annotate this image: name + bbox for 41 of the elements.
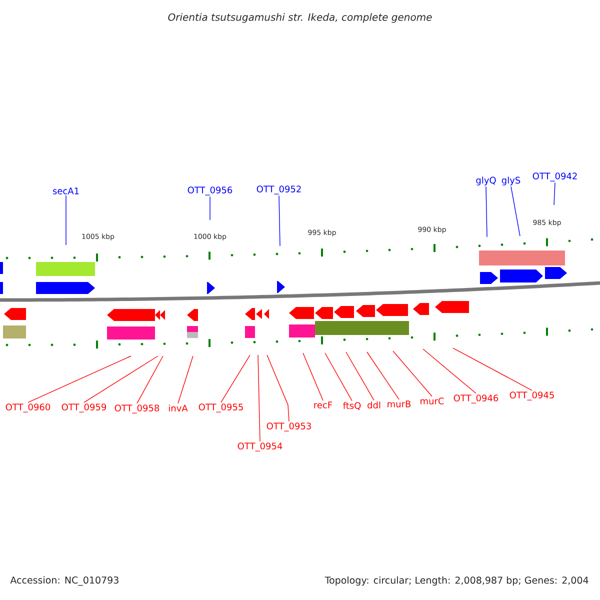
leader-line xyxy=(422,348,476,394)
leader-line xyxy=(258,354,260,442)
leader-line xyxy=(178,356,194,404)
gene-label: OTT_0955 xyxy=(198,404,243,412)
leader-line xyxy=(220,354,250,403)
leader-line xyxy=(366,352,400,400)
leader-line xyxy=(510,186,520,236)
gene-label: recF xyxy=(314,402,332,408)
leader-line xyxy=(452,348,532,391)
gene-label: OTT_0946 xyxy=(454,394,498,404)
gene-label: OTT_0956 xyxy=(188,186,232,196)
leader-line xyxy=(266,354,290,422)
gene-label: OTT_0953 xyxy=(266,422,311,432)
gene-label: murB xyxy=(388,400,411,408)
gene-label: OTT_0952 xyxy=(256,186,301,194)
gene-label: OTT_0959 xyxy=(62,404,106,412)
leader-line xyxy=(28,356,132,403)
gene-label: invA xyxy=(169,404,188,412)
gene-label: glyQ xyxy=(476,176,496,186)
gene-label: OTT_0958 xyxy=(114,404,160,414)
gene-label: OTT_0945 xyxy=(510,392,554,400)
footer-text: Topology: circular; Length: 2,008,987 bp; Genes: 2,004 xyxy=(324,576,588,586)
gene-label: ftsQ xyxy=(343,402,361,410)
footer-text: Accession: NC_010793 xyxy=(10,576,118,586)
gene-label: OTT_0942 xyxy=(532,172,577,182)
leader-line xyxy=(324,352,352,402)
leader-line xyxy=(346,352,374,401)
leader-line xyxy=(302,352,324,401)
leader-line xyxy=(554,182,556,206)
leader-line xyxy=(136,356,164,404)
leader-line xyxy=(278,195,280,246)
gene-label: OTT_0954 xyxy=(238,442,282,452)
gene-label: OTT_0960 xyxy=(6,404,50,412)
leader-line xyxy=(392,350,432,397)
leader-line xyxy=(486,186,488,238)
title: Orientia tsutsugamushi str. Ikeda, complete genome xyxy=(168,13,432,23)
gene-label: glyS xyxy=(502,176,520,186)
leader-line xyxy=(84,356,158,403)
gene-label: ddl xyxy=(368,402,380,408)
gene-label: secA1 xyxy=(52,188,79,194)
gene-label: murC xyxy=(420,398,444,404)
